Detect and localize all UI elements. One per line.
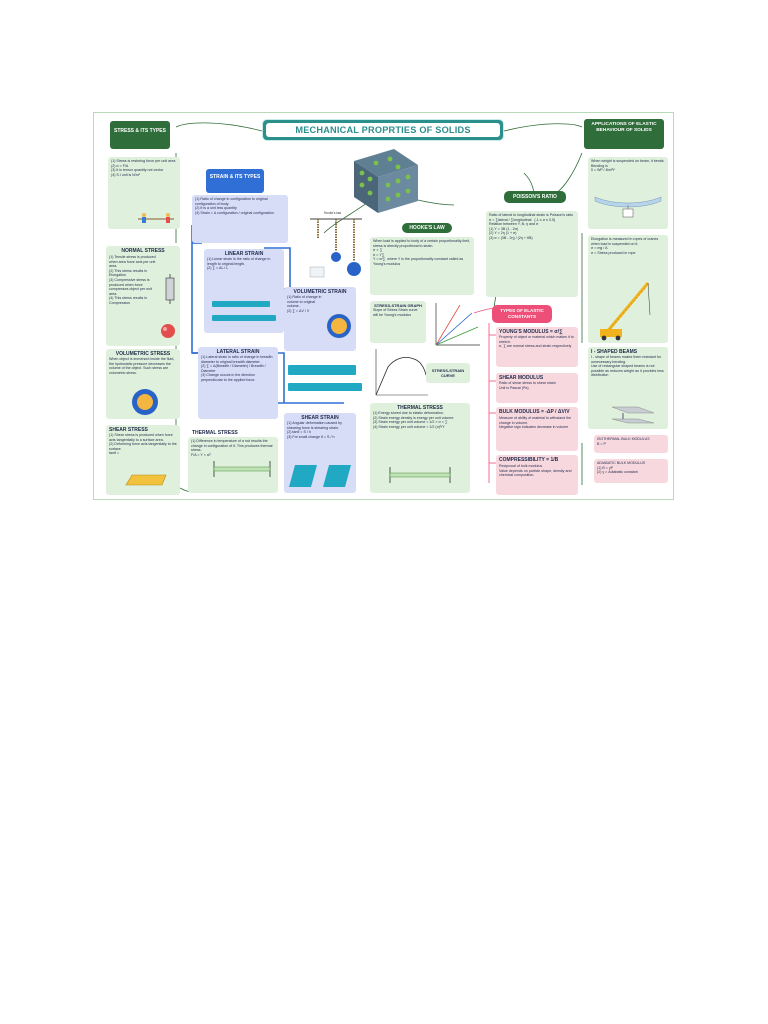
- thermal-stress-header-left: THERMAL STRESS: [192, 430, 238, 436]
- bulk-modulus-text: Measure of ability of material to withst…: [499, 416, 572, 430]
- volumetric-strain-box: VOLUMETRIC STRAIN (1) Ratio of change in…: [284, 287, 356, 351]
- normal-stress-text: (1) Tensile stress is produced when area…: [109, 255, 156, 305]
- shear-stress-box: SHEAR STRESS (1) Shear stress is produce…: [106, 425, 180, 495]
- hookes-law-caption: Hooke's law: [324, 211, 342, 215]
- mind-map-poster: MECHANICAL PROPRTIES OF SOLIDS STRESS & …: [93, 112, 674, 500]
- thermal-stress-text-left: (1) Difference in temperature of a rod r…: [191, 439, 273, 457]
- shear-strain-header: SHEAR STRAIN: [301, 415, 339, 421]
- lateral-strain-rod-1: [288, 365, 356, 375]
- compressibility-header: COMPRESSIBILITY = 1/B: [499, 457, 559, 463]
- thermal-stress-box-left: (1) Difference in temperature of a rod r…: [188, 437, 278, 493]
- poissons-ratio-header: POISSON'S RATIO: [504, 191, 566, 203]
- shear-stress-header: SHEAR STRESS: [109, 427, 148, 433]
- i-beams-text: I - shape of beams makes them resistant …: [591, 355, 664, 378]
- strain-types-box: (1) Ratio of change in configuration to …: [192, 195, 288, 243]
- isothermal-bulk-modulus-text: ISOTHERMAL BULK MODULUS B = P: [597, 437, 650, 446]
- i-beam-icon: [611, 406, 655, 424]
- stress-strain-curve-plot: [370, 345, 430, 399]
- stress-strain-graph-text: Slope of Stress Strain curve will be You…: [373, 308, 419, 317]
- compression-object-icon: [161, 324, 175, 338]
- linear-strain-box: LINEAR STRAIN (1) Linear strain is the r…: [204, 249, 284, 333]
- adiabatic-bulk-modulus-text: ADIABATIC BULK MODULUS (1) B = γP (2) γ …: [597, 461, 646, 475]
- shear-strain-text: (1) Angular deformation caused by sheari…: [287, 421, 342, 439]
- slope-graph-icon: [435, 303, 480, 346]
- linear-strain-rod-2: [212, 315, 276, 321]
- thermal-rod-icon: [213, 461, 271, 477]
- hookes-law-text: When load is applied to body of a certai…: [373, 239, 470, 266]
- compressibility-text: Reciprocal of bulk modulus Value depends…: [499, 464, 572, 478]
- volumetric-stress-text: When object is immersed inside the fluid…: [109, 357, 176, 375]
- youngs-modulus-text: Property of object or material which mak…: [499, 335, 574, 349]
- lateral-strain-text: (1) Lateral strain is ratio of change in…: [201, 355, 273, 382]
- lateral-strain-rod-2: [288, 383, 362, 391]
- youngs-modulus-box: YOUNG'S MODULUS = σ/∑ Property of object…: [496, 327, 578, 367]
- strain-types-text: (1) Ratio of change in configuration to …: [195, 197, 274, 215]
- volumetric-stress-header: VOLUMETRIC STRESS: [115, 351, 171, 357]
- tug-of-war-illustration: [138, 213, 174, 223]
- i-beams-box: I - SHAPED BEAMS I - shape of beams make…: [588, 347, 668, 429]
- crane-icon: [600, 282, 651, 341]
- lateral-strain-header: LATERAL STRAIN: [216, 349, 260, 355]
- hookes-law-header: HOOKE'S LAW: [402, 223, 452, 233]
- volumetric-strain-text: (1) Ratio of change in volume to origina…: [287, 295, 322, 313]
- thermal-stress-header-center: THERMAL STRESS: [397, 405, 443, 411]
- beam-application-box: When weight is suspended on beam, it ben…: [588, 157, 668, 229]
- shear-modulus-text: Ratio of shear stress to shear strain Un…: [499, 381, 556, 390]
- stress-strain-curve-label-box: STRESS-STRAIN CURVE: [426, 363, 470, 383]
- normal-stress-box: NORMAL STRESS (1) Tensile stress is prod…: [106, 246, 180, 346]
- crane-application-text: Elongation is measured in ropes of crane…: [591, 237, 659, 255]
- shear-parallelogram-icon: [289, 465, 351, 487]
- volumetric-strain-header: VOLUMETRIC STRAIN: [293, 289, 347, 295]
- shear-modulus-box: SHEAR MODULUS Ratio of shear stress to s…: [496, 373, 578, 403]
- stress-types-header: STRESS & ITS TYPES: [110, 121, 170, 149]
- hookes-law-box: When load is applied to body of a certai…: [370, 237, 474, 295]
- beam-application-text: When weight is suspended on beam, it ben…: [591, 159, 665, 173]
- stress-types-box: (1) Stress is restoring force per unit a…: [108, 157, 180, 229]
- youngs-modulus-header: YOUNG'S MODULUS = σ/∑: [499, 329, 563, 335]
- poster-title: MECHANICAL PROPRTIES OF SOLIDS: [262, 119, 504, 141]
- linear-strain-rod-1: [212, 301, 270, 307]
- bending-beam-icon: [594, 196, 662, 218]
- isothermal-bulk-modulus-box: ISOTHERMAL BULK MODULUS B = P: [594, 435, 668, 453]
- lateral-strain-box: LATERAL STRAIN (1) Lateral strain is rat…: [198, 347, 278, 419]
- i-beams-header: I - SHAPED BEAMS: [591, 349, 638, 355]
- bulk-modulus-header: BULK MODULUS = -ΔP / ΔV/V: [499, 409, 570, 415]
- compressibility-box: COMPRESSIBILITY = 1/B Reciprocal of bulk…: [496, 455, 578, 495]
- thermal-stress-text-center: (1) Energy stored due to elastic deforma…: [373, 411, 455, 429]
- thermal-rod-icon-center: [389, 467, 451, 483]
- linear-strain-text: (1) Linear strain is the ratio of change…: [207, 257, 271, 271]
- crystal-lattice-cube: [354, 149, 418, 213]
- stress-strain-curve-header: STRESS-STRAIN CURVE: [431, 368, 465, 378]
- crane-application-box: Elongation is measured in ropes of crane…: [588, 235, 668, 343]
- linear-strain-header: LINEAR STRAIN: [224, 251, 264, 257]
- stress-strain-graph-box: STRESS-STRAIN GRAPH Slope of Stress Stra…: [370, 301, 426, 343]
- poissons-ratio-box: Ratio of lateral to longitudinal strain …: [486, 211, 578, 297]
- stress-strain-graph-header: STRESS-STRAIN GRAPH: [374, 303, 422, 308]
- hookes-law-springs-illustration: [309, 218, 362, 278]
- shear-stress-text: (1) Shear stress is produced when force …: [109, 433, 177, 456]
- elastic-constants-header: TYPES OF ELASTIC CONSTANTS: [492, 305, 552, 323]
- bulk-modulus-box: BULK MODULUS = -ΔP / ΔV/V Measure of abi…: [496, 407, 578, 451]
- thermal-stress-box-center: THERMAL STRESS (1) Energy stored due to …: [370, 403, 470, 493]
- volumetric-stress-box: VOLUMETRIC STRESS When object is immerse…: [106, 349, 180, 419]
- volumetric-sphere-icon: [327, 314, 351, 338]
- tension-block-icon: [165, 274, 175, 304]
- poissons-ratio-text: Ratio of lateral to longitudinal strain …: [489, 213, 573, 240]
- adiabatic-bulk-modulus-box: ADIABATIC BULK MODULUS (1) B = γP (2) γ …: [594, 459, 668, 483]
- normal-stress-header: NORMAL STRESS: [121, 248, 165, 254]
- shear-block-icon: [125, 474, 167, 486]
- stress-types-text: (1) Stress is restoring force per unit a…: [111, 159, 176, 177]
- shear-modulus-header: SHEAR MODULUS: [499, 375, 544, 381]
- strain-types-header: STRAIN & ITS TYPES: [206, 169, 264, 193]
- applications-header: APPLICATIONS OF ELASTIC BEHAVIOUR OF SOL…: [584, 119, 664, 149]
- shear-strain-box: SHEAR STRAIN (1) Angular deformation cau…: [284, 413, 356, 493]
- immersed-sphere-icon: [132, 389, 158, 415]
